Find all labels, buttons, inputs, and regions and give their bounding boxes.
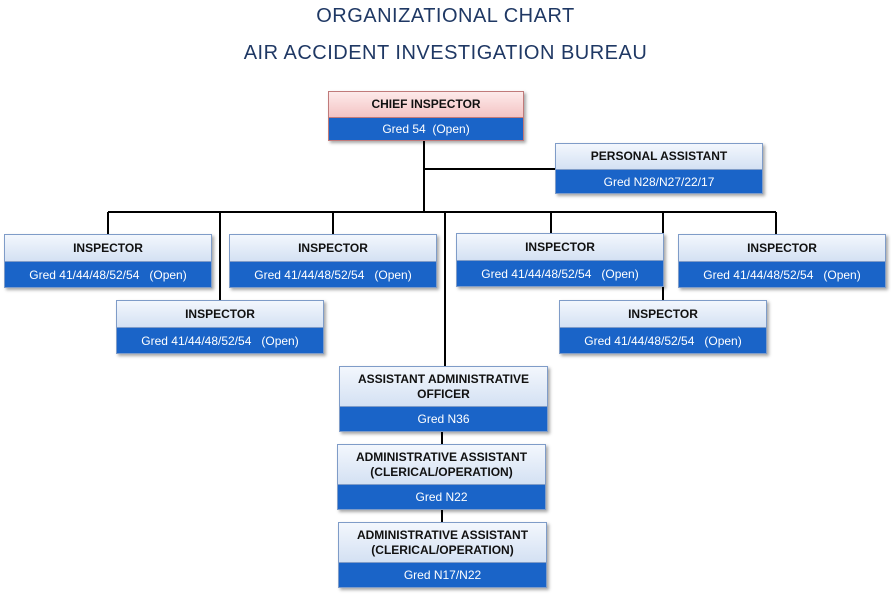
- inspector-3-grade: Gred 41/44/48/52/54 (Open): [457, 261, 663, 286]
- inspector-box-6: INSPECTOR Gred 41/44/48/52/54 (Open): [559, 300, 767, 354]
- admin-assistant-1-grade: Gred N22: [338, 485, 545, 509]
- inspector-5-title: INSPECTOR: [117, 301, 323, 328]
- chief-inspector-box: CHIEF INSPECTOR Gred 54 (Open): [328, 91, 524, 141]
- inspector-6-grade: Gred 41/44/48/52/54 (Open): [560, 328, 766, 353]
- inspector-1-grade: Gred 41/44/48/52/54 (Open): [5, 262, 211, 287]
- inspector-1-title: INSPECTOR: [5, 235, 211, 262]
- inspector-3-title: INSPECTOR: [457, 234, 663, 261]
- inspector-box-4: INSPECTOR Gred 41/44/48/52/54 (Open): [678, 234, 886, 288]
- assistant-admin-officer-box: ASSISTANT ADMINISTRATIVE OFFICER Gred N3…: [339, 366, 548, 432]
- personal-assistant-box: PERSONAL ASSISTANT Gred N28/N27/22/17: [555, 143, 763, 194]
- inspector-2-title: INSPECTOR: [230, 235, 436, 262]
- admin-assistant-1-title: ADMINISTRATIVE ASSISTANT (CLERICAL/OPERA…: [338, 445, 545, 485]
- chart-title: ORGANIZATIONAL CHART: [316, 5, 575, 27]
- inspector-box-3: INSPECTOR Gred 41/44/48/52/54 (Open): [456, 233, 664, 287]
- admin-assistant-2-title: ADMINISTRATIVE ASSISTANT (CLERICAL/OPERA…: [339, 523, 546, 563]
- inspector-5-grade: Gred 41/44/48/52/54 (Open): [117, 328, 323, 353]
- admin-assistant-2-grade: Gred N17/N22: [339, 563, 546, 587]
- inspector-box-5: INSPECTOR Gred 41/44/48/52/54 (Open): [116, 300, 324, 354]
- inspector-6-title: INSPECTOR: [560, 301, 766, 328]
- personal-assistant-grade: Gred N28/N27/22/17: [556, 170, 762, 193]
- assistant-admin-officer-grade: Gred N36: [340, 407, 547, 431]
- chief-inspector-grade: Gred 54 (Open): [329, 118, 523, 140]
- inspector-box-2: INSPECTOR Gred 41/44/48/52/54 (Open): [229, 234, 437, 288]
- assistant-admin-officer-title: ASSISTANT ADMINISTRATIVE OFFICER: [340, 367, 547, 407]
- inspector-2-grade: Gred 41/44/48/52/54 (Open): [230, 262, 436, 287]
- personal-assistant-title: PERSONAL ASSISTANT: [556, 144, 762, 170]
- inspector-4-grade: Gred 41/44/48/52/54 (Open): [679, 262, 885, 287]
- admin-assistant-box-1: ADMINISTRATIVE ASSISTANT (CLERICAL/OPERA…: [337, 444, 546, 510]
- admin-assistant-box-2: ADMINISTRATIVE ASSISTANT (CLERICAL/OPERA…: [338, 522, 547, 588]
- chief-inspector-title: CHIEF INSPECTOR: [329, 92, 523, 118]
- chart-subtitle: AIR ACCIDENT INVESTIGATION BUREAU: [243, 42, 648, 64]
- inspector-4-title: INSPECTOR: [679, 235, 885, 262]
- inspector-box-1: INSPECTOR Gred 41/44/48/52/54 (Open): [4, 234, 212, 288]
